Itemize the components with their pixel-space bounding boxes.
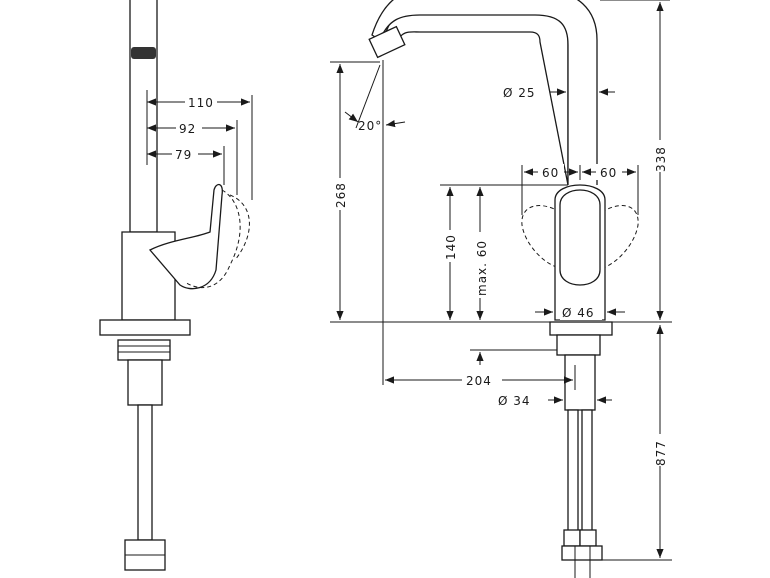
front-connector-left (563, 529, 581, 547)
dim-877: 877 (654, 440, 668, 466)
dim-60-right: 60 (600, 166, 617, 180)
front-base-plate (549, 321, 613, 336)
dim-268: 268 (334, 182, 348, 208)
dim-dia-46: Ø 46 (562, 306, 595, 320)
front-thread (556, 334, 601, 356)
front-connector-right (579, 529, 597, 547)
front-nut (561, 545, 603, 561)
side-base-plate (99, 319, 191, 336)
side-hose (137, 404, 153, 541)
dim-110: 110 (188, 96, 214, 110)
dim-60-left: 60 (542, 166, 559, 180)
front-aerator (368, 25, 406, 59)
front-lever (559, 189, 601, 286)
front-view-faucet (368, 0, 639, 578)
front-hose-right (581, 409, 593, 543)
dim-angle-20: 20° (358, 119, 382, 133)
side-shank (127, 359, 163, 406)
side-aerator (131, 47, 156, 59)
front-hose-left (567, 409, 579, 543)
dim-dia-25: Ø 25 (503, 86, 536, 100)
lever-swing-left (521, 205, 561, 269)
dim-dia-34: Ø 34 (498, 394, 531, 408)
side-thread (117, 339, 171, 361)
front-spout (371, 0, 598, 185)
side-lever-swing (184, 189, 241, 289)
dim-204: 204 (466, 374, 492, 388)
dim-max-60: max. 60 (475, 240, 489, 296)
dim-338: 338 (654, 146, 668, 172)
side-view-faucet (99, 0, 250, 571)
side-dimensions: 110 92 79 (146, 90, 253, 200)
side-spout-tube (129, 0, 158, 233)
front-shank (564, 354, 596, 411)
side-lever (148, 183, 223, 290)
lever-swing-right (601, 205, 639, 269)
dim-92: 92 (179, 122, 196, 136)
dim-79: 79 (175, 148, 192, 162)
front-dimensions: 338 877 268 20° 140 max. 60 204 (330, 0, 672, 561)
dim-140: 140 (444, 234, 458, 260)
